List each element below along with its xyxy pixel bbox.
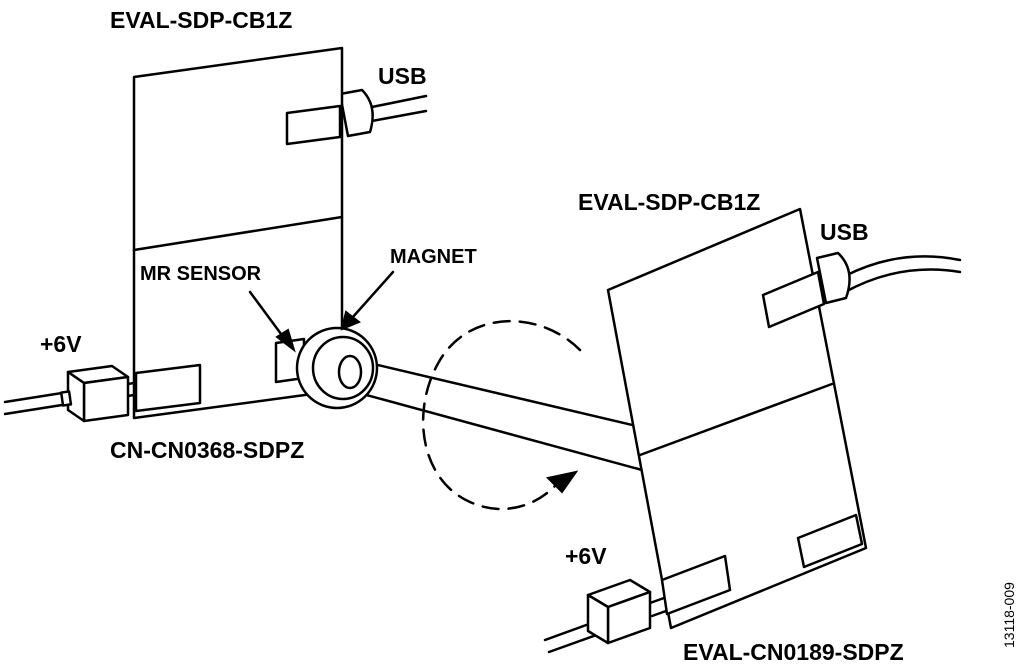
left-power-connector [59, 364, 130, 423]
right-board-connector-bottom-right [796, 513, 864, 569]
rotating-shaft [336, 356, 647, 472]
right-board-label: EVAL-SDP-CB1Z [578, 189, 760, 215]
right-board [606, 207, 868, 630]
mr-sensor-label: MR SENSOR [140, 263, 262, 285]
top-usb-cable [338, 88, 428, 138]
top-usb-label: USB [378, 63, 427, 89]
right-bottom-board-label: EVAL-CN0189-SDPZ [683, 639, 904, 665]
rotation-arrow-head [545, 470, 579, 494]
left-board-label: CN-CN0368-SDPZ [110, 437, 304, 463]
right-usb-cable [815, 251, 962, 305]
right-power-label: +6V [565, 543, 607, 569]
top-board [132, 46, 344, 420]
magnet [295, 326, 379, 410]
top-board-usb-connector [285, 104, 342, 146]
rotation-arrow [421, 320, 582, 511]
right-power-connector [586, 578, 652, 645]
mr-sensor-pointer [248, 290, 296, 353]
magnet-label: MAGNET [390, 246, 477, 268]
left-board-connectors [134, 337, 306, 413]
right-board-connector-bottom-left [660, 554, 732, 616]
left-power-label: +6V [40, 331, 82, 357]
right-board-usb-connector [761, 270, 826, 329]
magnet-pointer [340, 270, 395, 331]
figure-id-label: 13118-009 [1001, 582, 1017, 648]
right-usb-label: USB [820, 219, 869, 245]
top-board-label: EVAL-SDP-CB1Z [110, 7, 292, 33]
